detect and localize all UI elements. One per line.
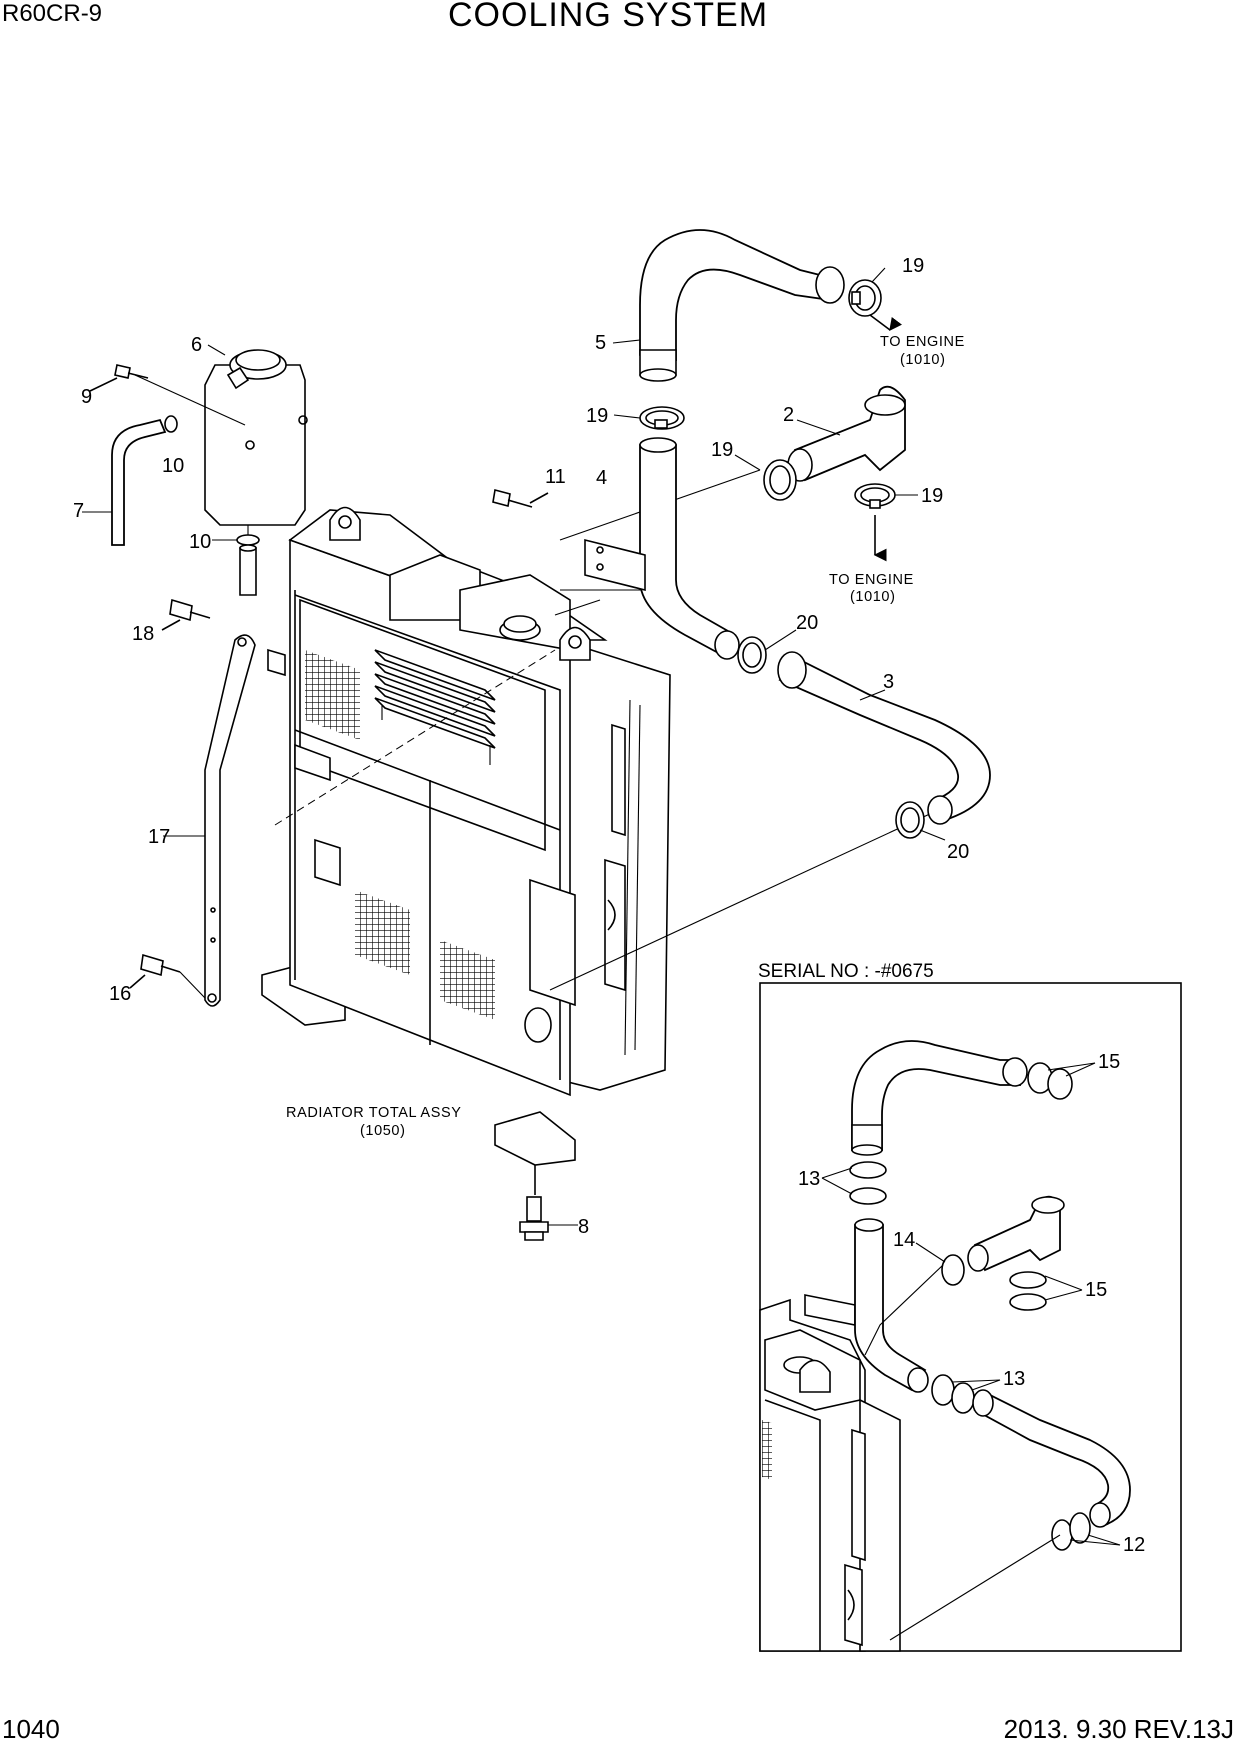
- callout-13: 13: [1003, 1368, 1025, 1390]
- callout-20: 20: [947, 841, 969, 863]
- page-number: 1040: [2, 1714, 60, 1744]
- pipe-2: [787, 385, 906, 482]
- radiator-assembly: [261, 506, 671, 1195]
- reservoir-tank: [204, 349, 308, 535]
- callout-4: 4: [596, 467, 607, 489]
- callout-19: 19: [586, 405, 608, 427]
- callout-18: 18: [132, 623, 154, 645]
- stay-17: [204, 634, 286, 1007]
- callout-15: 15: [1085, 1279, 1107, 1301]
- bolt-8: [519, 1196, 549, 1241]
- model-name: R60CR-9: [2, 0, 103, 27]
- clamp-19: [763, 459, 797, 501]
- callout-5: 5: [595, 332, 606, 354]
- page-title: COOLING SYSTEM: [448, 0, 769, 34]
- to-engine-note: TO ENGINE: [829, 572, 914, 588]
- callout-8: 8: [578, 1216, 589, 1238]
- callout-11: 11: [545, 466, 566, 488]
- callout-10: 10: [162, 455, 184, 477]
- callout-17: 17: [148, 826, 170, 848]
- callout-12: 12: [1123, 1534, 1145, 1556]
- callout-3: 3: [883, 671, 894, 693]
- clamp-19: [854, 483, 896, 509]
- callout-20: 20: [796, 612, 818, 634]
- oil-cooler: [374, 649, 496, 765]
- revision-date: 2013. 9.30 REV.13J: [1003, 1714, 1234, 1744]
- radiator-assy-ref: (1050): [360, 1123, 406, 1139]
- callout-14: 14: [893, 1229, 915, 1251]
- callout-16: 16: [109, 983, 131, 1005]
- clamp-19: [848, 279, 882, 317]
- to-engine-ref: (1010): [900, 352, 946, 368]
- callout-6: 6: [191, 334, 202, 356]
- callout-19: 19: [711, 439, 733, 461]
- to-engine-note: TO ENGINE: [880, 334, 965, 350]
- callout-19: 19: [921, 485, 943, 507]
- callout-13: 13: [798, 1168, 820, 1190]
- clamp-20: [895, 801, 925, 839]
- callout-7: 7: [73, 500, 84, 522]
- to-engine-ref: (1010): [850, 589, 896, 605]
- callout-19: 19: [902, 255, 924, 277]
- callout-10: 10: [189, 531, 211, 553]
- clamp-19: [639, 406, 685, 430]
- hose-3: [777, 651, 991, 825]
- serial-inset: 15 13 14 15 13 12: [759, 982, 1182, 1652]
- clamp-20: [737, 636, 767, 674]
- callout-9: 9: [81, 386, 92, 408]
- radiator-assy-note: RADIATOR TOTAL ASSY: [286, 1105, 462, 1121]
- callout-15: 15: [1098, 1051, 1120, 1073]
- pipe-4: [584, 437, 740, 660]
- callout-2: 2: [783, 404, 794, 426]
- upper-hose-5: [639, 229, 845, 382]
- serial-note: SERIAL NO : -#0675: [758, 961, 934, 982]
